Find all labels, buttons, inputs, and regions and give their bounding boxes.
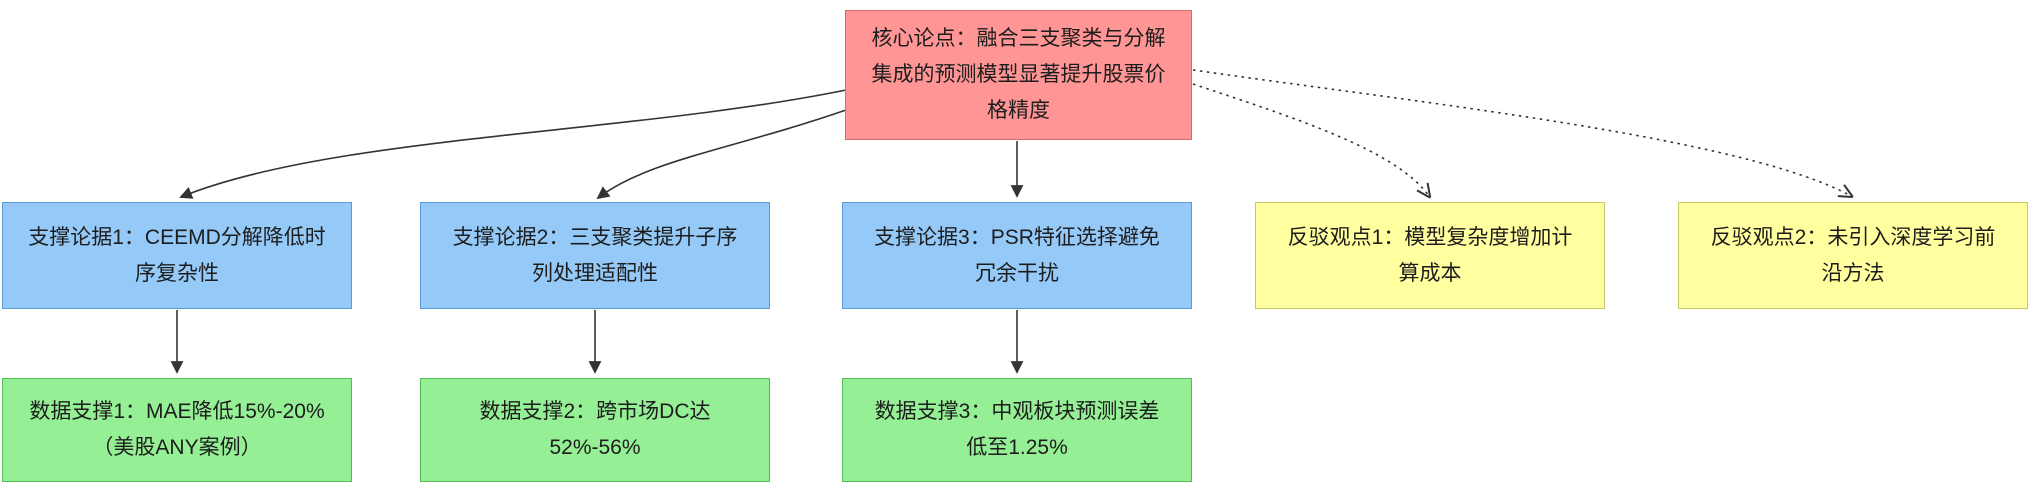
edge-core-to-rebuttal1 xyxy=(1192,83,1429,196)
node-data-support-3-label: 数据支撑3：中观板块预测误差低至1.25% xyxy=(874,400,1160,459)
node-rebuttal-2-label: 反驳观点2：未引入深度学习前沿方法 xyxy=(1710,225,1996,285)
node-support-2-label: 支撑论据2：三支聚类提升子序列处理适配性 xyxy=(452,225,738,285)
node-core-thesis: 核心论点：融合三支聚类与分解集成的预测模型显著提升股票价格精度 xyxy=(845,10,1192,140)
node-support-3-label: 支撑论据3：PSR特征选择避免冗余干扰 xyxy=(874,225,1160,285)
node-data-support-1-label: 数据支撑1：MAE降低15%-20%（美股ANY案例） xyxy=(29,400,325,459)
node-core-thesis-label: 核心论点：融合三支聚类与分解集成的预测模型显著提升股票价格精度 xyxy=(871,27,1166,122)
node-rebuttal-1-label: 反驳观点1：模型复杂度增加计算成本 xyxy=(1287,225,1573,285)
node-data-support-2-label: 数据支撑2：跨市场DC达52%-56% xyxy=(479,400,711,459)
node-support-3: 支撑论据3：PSR特征选择避免冗余干扰 xyxy=(842,202,1192,309)
node-rebuttal-1: 反驳观点1：模型复杂度增加计算成本 xyxy=(1255,202,1605,309)
node-data-support-2: 数据支撑2：跨市场DC达52%-56% xyxy=(420,378,770,482)
node-data-support-3: 数据支撑3：中观板块预测误差低至1.25% xyxy=(842,378,1192,482)
node-data-support-1: 数据支撑1：MAE降低15%-20%（美股ANY案例） xyxy=(2,378,352,482)
node-support-2: 支撑论据2：三支聚类提升子序列处理适配性 xyxy=(420,202,770,309)
edge-core-to-rebuttal2 xyxy=(1192,69,1851,196)
node-support-1: 支撑论据1：CEEMD分解降低时序复杂性 xyxy=(2,202,352,309)
edge-core-to-support1 xyxy=(179,89,847,199)
node-support-1-label: 支撑论据1：CEEMD分解降低时序复杂性 xyxy=(28,225,326,285)
edge-core-to-support2 xyxy=(596,109,847,200)
node-rebuttal-2: 反驳观点2：未引入深度学习前沿方法 xyxy=(1678,202,2028,309)
